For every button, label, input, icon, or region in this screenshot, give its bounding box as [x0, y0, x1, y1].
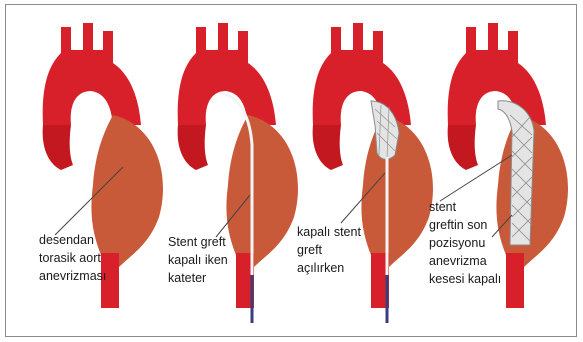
aortic-arch: [178, 23, 276, 125]
aorta-opening-illustration: [291, 5, 436, 338]
panel-label: Stent greft kapalı iken kateter: [168, 233, 228, 287]
descending-aorta: [506, 253, 524, 308]
ascending-aorta: [448, 125, 478, 170]
aortic-arch: [43, 23, 141, 125]
aortic-arch: [448, 23, 546, 125]
figure-frame: desendan torasik aort anevrizması Stent …: [5, 4, 577, 337]
ascending-aorta: [313, 125, 343, 170]
panel-aneurysm: desendan torasik aort anevrizması: [21, 5, 166, 338]
ascending-aorta: [43, 125, 73, 170]
aorta-aneurysm-illustration: [21, 5, 166, 338]
panel-label: desendan torasik aort anevrizması: [39, 231, 106, 285]
panel-deployed: stent greftin son pozisyonu anevrizma ke…: [426, 5, 571, 338]
panel-catheter: Stent greft kapalı iken kateter: [156, 5, 301, 338]
aortic-arch: [313, 23, 411, 125]
aorta-deployed-illustration: [426, 5, 571, 338]
panel-label: kapalı stent greft açılırken: [297, 223, 361, 277]
panel-opening: kapalı stent greft açılırken: [291, 5, 436, 338]
ascending-aorta: [178, 125, 208, 170]
aorta-catheter-illustration: [156, 5, 301, 338]
panel-label: stent greftin son pozisyonu anevrizma ke…: [429, 198, 501, 288]
